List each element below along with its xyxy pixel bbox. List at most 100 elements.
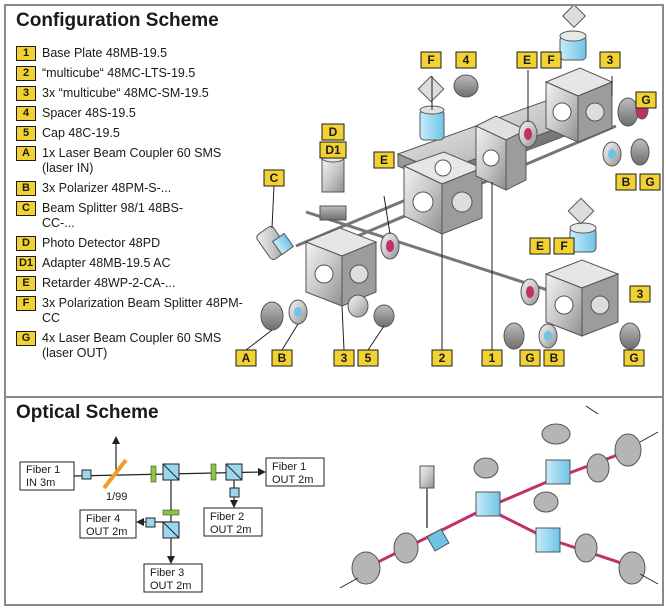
multicube-left	[304, 227, 378, 307]
beam-arrows	[112, 436, 266, 564]
callout-text: D	[329, 125, 338, 139]
callout-text: G	[641, 93, 650, 107]
callout-G-right: G	[639, 173, 661, 191]
fiber-label: OUT 2m	[86, 526, 127, 538]
callout-text: 3	[341, 351, 348, 365]
callout-3-low: 3	[629, 285, 651, 303]
callout-E-mid: E	[373, 151, 395, 169]
fiber-label: Fiber 1	[26, 464, 60, 476]
callout-text: B	[622, 175, 631, 189]
callout-text: F	[560, 239, 567, 253]
legend-text: Retarder 48WP-2-CA-...	[42, 276, 176, 290]
fiber1-out-box: Fiber 1 OUT 2m	[265, 457, 325, 487]
rendered-cubes	[475, 459, 571, 553]
callout-text: E	[523, 53, 531, 67]
coupler-g-low-left	[503, 322, 525, 350]
callout-A: A	[235, 349, 257, 367]
fiber4-out-box: Fiber 4 OUT 2m	[79, 509, 137, 539]
fiber-label: Fiber 3	[150, 567, 184, 579]
callout-text: 2	[439, 351, 446, 365]
callout-F-top2: F	[540, 51, 562, 69]
pbs-cube-icons	[162, 463, 243, 539]
callout-text: 4	[463, 53, 470, 67]
legend-text: 4x Laser Beam Coupler 60 SMS (laser OUT)	[42, 331, 222, 360]
legend-badge: 3	[16, 86, 36, 101]
legend-badge: D1	[16, 256, 36, 271]
callout-text: F	[427, 53, 434, 67]
legend-item: G 4x Laser Beam Coupler 60 SMS (laser OUT…	[16, 331, 252, 361]
callout-3-top: 3	[599, 51, 621, 69]
callout-E-top: E	[516, 51, 538, 69]
fiber-label: OUT 2m	[210, 524, 251, 536]
section-divider	[6, 396, 662, 398]
callout-4: 4	[455, 51, 477, 69]
callout-text: E	[536, 239, 544, 253]
legend-item: B 3x Polarizer 48PM-S-...	[16, 181, 286, 196]
legend-text: Cap 48C-19.5	[42, 126, 120, 140]
fiber-label: Fiber 2	[210, 511, 244, 523]
rendered-detector	[419, 465, 435, 528]
optical-section: Optical Scheme Fiber 1 IN 3m Fiber 1 OUT…	[6, 398, 662, 604]
legend-badge: F	[16, 296, 36, 311]
retarder-e-top	[518, 120, 538, 148]
rendered-splitter	[426, 528, 450, 552]
legend-badge: A	[16, 146, 36, 161]
legend-badge: 2	[16, 66, 36, 81]
optical-heading: Optical Scheme	[16, 402, 159, 423]
callout-text: 3	[607, 53, 614, 67]
callout-text: 1	[489, 351, 496, 365]
legend-badge: D	[16, 236, 36, 251]
callout-B-low: B	[271, 349, 293, 367]
rendered-couplers	[351, 423, 646, 585]
legend-text: Base Plate 48MB-19.5	[42, 46, 168, 60]
legend-badge: B	[16, 181, 36, 196]
spacer-4	[453, 74, 479, 98]
optical-schematic: Fiber 1 IN 3m Fiber 1 OUT 2m Fiber 2 OUT…	[19, 436, 325, 593]
legend-badge: G	[16, 331, 36, 346]
legend-item: 2 “multicube“ 48MC-LTS-19.5	[16, 66, 286, 81]
legend-text: Beam Splitter 98/1 48BS-CC-...	[42, 201, 184, 230]
rendered-arrows	[339, 405, 659, 589]
fiber-label: Fiber 4	[86, 513, 120, 525]
legend-text: 3x Polarization Beam Splitter 48PM-CC	[42, 296, 243, 325]
legend-item: 1 Base Plate 48MB-19.5	[16, 46, 286, 61]
cap-5	[373, 304, 395, 328]
legend-text: 3x Polarizer 48PM-S-...	[42, 181, 172, 195]
legend-text: 1x Laser Beam Coupler 60 SMS (laser IN)	[42, 146, 222, 175]
fiber-label: OUT 2m	[272, 474, 313, 486]
coupler-icons	[81, 469, 240, 528]
callout-text: G	[525, 351, 534, 365]
callout-1: 1	[481, 349, 503, 367]
pbs-stack-top	[559, 6, 587, 61]
fiber3-out-box: Fiber 3 OUT 2m	[143, 563, 203, 593]
fiber-label: OUT 2m	[150, 580, 191, 592]
fiber2-out-box: Fiber 2 OUT 2m	[203, 507, 263, 537]
retarder-e-low	[520, 278, 540, 306]
callout-text: E	[380, 153, 388, 167]
callout-text: F	[547, 53, 554, 67]
callout-D: D	[321, 123, 345, 141]
fiber-label: Fiber 1	[272, 461, 306, 473]
coupler-g-right	[630, 138, 650, 166]
callout-text: 5	[365, 351, 372, 365]
legend-text: 3x “multicube“ 48MC-SM-19.5	[42, 86, 209, 100]
multicube-center	[402, 151, 484, 235]
polarizer-b-right	[602, 141, 622, 167]
retarder-e-mid	[380, 232, 400, 260]
callout-D1: D1	[319, 141, 347, 159]
polarizer-b-low	[538, 323, 558, 349]
legend-text: “multicube“ 48MC-LTS-19.5	[42, 66, 196, 80]
callout-text: C	[270, 171, 279, 185]
spacer-near-5	[347, 294, 369, 318]
legend-text: Adapter 48MB-19.5 AC	[42, 256, 171, 270]
legend-badge: 1	[16, 46, 36, 61]
callout-F-top: F	[420, 51, 442, 69]
callout-2: 2	[431, 349, 453, 367]
photo-detector	[319, 153, 347, 221]
callout-text: G	[629, 351, 638, 365]
